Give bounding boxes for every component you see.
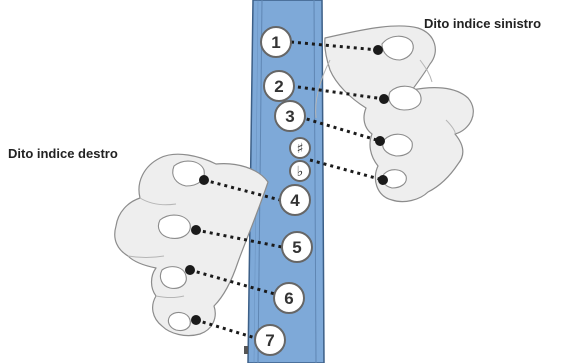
hole-1: 1 — [260, 26, 292, 58]
hole-2-label: 2 — [274, 77, 283, 96]
left-index-label: Dito indice sinistro — [424, 16, 541, 31]
right-hand — [114, 153, 269, 337]
hole-4: 4 — [279, 184, 311, 216]
hole-3: 3 — [274, 100, 306, 132]
flat-label: ♭ — [297, 164, 304, 180]
hole-2: 2 — [263, 70, 295, 102]
line-hole-1 — [290, 40, 379, 52]
line-hole-2 — [290, 84, 385, 101]
right-index-label: Dito indice destro — [8, 146, 118, 161]
holes: 1 2 3 ♯ ♭ 4 5 6 — [254, 26, 313, 356]
hole-6: 6 — [273, 282, 305, 314]
hole-1-label: 1 — [271, 33, 280, 52]
line-hole-sharp-flat — [309, 158, 384, 182]
hole-5: 5 — [281, 231, 313, 263]
hole-6-label: 6 — [284, 289, 293, 308]
line-hole-6 — [189, 268, 283, 298]
hole-flat: ♭ — [289, 160, 311, 182]
finger-lines — [185, 40, 389, 342]
hole-3-label: 3 — [285, 107, 294, 126]
hole-7-label: 7 — [265, 331, 274, 350]
hole-4-label: 4 — [290, 191, 300, 210]
left-hand — [315, 25, 474, 203]
sharp-label: ♯ — [297, 141, 304, 157]
line-hole-5 — [195, 228, 283, 249]
line-hole-4 — [203, 178, 281, 202]
line-hole-7 — [195, 318, 263, 342]
hole-7: 7 — [254, 324, 286, 356]
hole-sharp: ♯ — [289, 137, 311, 159]
hole-5-label: 5 — [292, 238, 301, 257]
